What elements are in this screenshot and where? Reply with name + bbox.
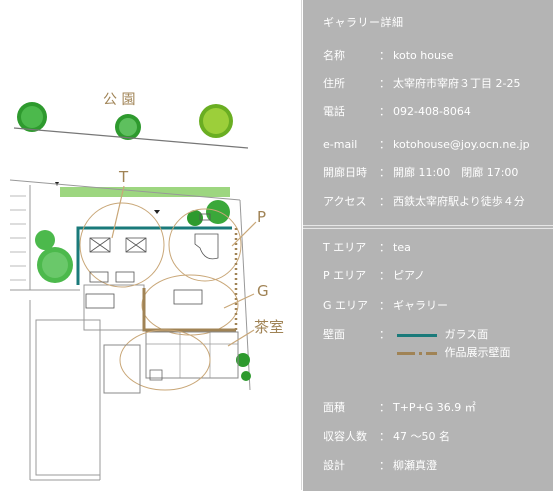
art-wall-line-icon [396, 351, 437, 355]
area-row-g: G エリア：ギャラリー [323, 299, 448, 312]
detail-row-phone: 電話：092-408-8064 [323, 105, 471, 118]
tree-icon [236, 353, 250, 367]
detail-row-address: 住所：太宰府市宰府３丁目 2-25 [323, 77, 521, 90]
zone-g-label: G [257, 282, 269, 300]
zone-t-label: T [118, 168, 129, 186]
area-row-wall: 壁面： ガラス面 作品展示壁面 [323, 326, 511, 360]
area-row-capacity: 収容人数：47 ～50 名 [323, 430, 450, 443]
area-row-size: 面積：T+P+G 36.9 ㎡ [323, 401, 476, 414]
tree-icon [35, 230, 55, 250]
area-row-t: T エリア：tea [323, 241, 411, 254]
glass-line-icon [396, 333, 437, 337]
glass-wall [76, 226, 232, 285]
email-link[interactable]: kotohouse@joy.ocn.ne.jp [393, 138, 530, 151]
area-row-p: P エリア：ピアノ [323, 269, 426, 282]
area-details-section: T エリア：tea P エリア：ピアノ G エリア：ギャラリー 壁面： ガラス面… [303, 228, 553, 491]
zone-tea-label: 茶室 [254, 318, 284, 336]
detail-row-access: アクセス：西鉄太宰府駅より徒歩４分 [323, 195, 525, 208]
info-panel: ギャラリー詳細 名称：koto house 住所：太宰府市宰府３丁目 2-25 … [303, 0, 553, 491]
park-trees [17, 102, 233, 140]
floor-plan-panel: 公 園 [9, 0, 302, 490]
legend-art: 作品展示壁面 [396, 344, 511, 360]
detail-row-hours: 開廊日時：開廊 11:00 閉廊 17:00 [323, 166, 519, 179]
park-label: 公 園 [103, 92, 135, 108]
zone-p-label: P [257, 208, 266, 226]
section-title: ギャラリー詳細 [323, 16, 404, 29]
gallery-details-section: ギャラリー詳細 名称：koto house 住所：太宰府市宰府３丁目 2-25 … [303, 0, 553, 226]
detail-row-name: 名称：koto house [323, 49, 454, 62]
floor-plan-map: 公 園 [9, 92, 284, 481]
detail-row-email: e-mail：kotohouse@joy.ocn.ne.jp [323, 138, 530, 151]
tree-icon [206, 200, 230, 224]
tree-icon [187, 210, 203, 226]
legend-glass: ガラス面 [396, 326, 511, 342]
area-row-design: 設計：柳瀬真澄 [323, 459, 437, 472]
